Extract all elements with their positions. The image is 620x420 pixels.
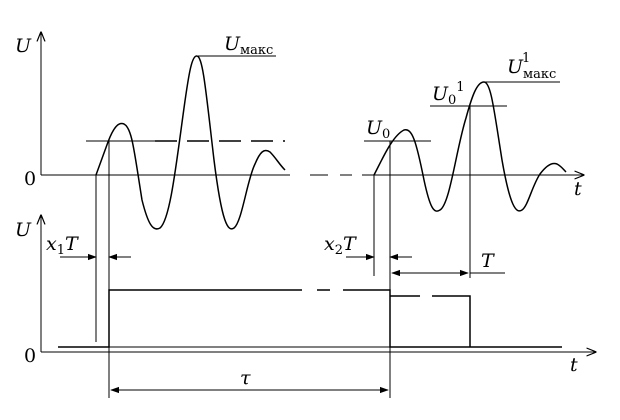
svg-text:макс: макс [523,67,556,82]
x1t-label: x1T [46,233,79,258]
svg-text:1: 1 [522,51,530,66]
top-y-axis-label: U [15,35,32,57]
umax-label: Uмакс [224,33,273,58]
top-axes [41,32,584,175]
gate-pulse-left [58,289,302,348]
bottom-axes [41,215,596,352]
bottom-y-axis-label: U [15,219,32,241]
period-label: T [481,250,495,272]
svg-text:U: U [507,56,524,78]
x2t-label: x2T [324,233,357,258]
top-t-label: t [574,178,582,200]
tau-label: τ [240,367,251,389]
first-pulse-waveform [95,55,286,230]
second-gate-pulse [390,295,471,347]
u0-label: U0 [366,117,390,142]
top-zero-label: 0 [24,168,36,190]
umax1-label: U 1 макс [507,51,556,82]
bottom-zero-label: 0 [24,345,36,367]
u01-label: U01 [432,80,465,108]
gate-pulse-right [343,289,562,348]
bottom-t-label: t [570,354,578,376]
